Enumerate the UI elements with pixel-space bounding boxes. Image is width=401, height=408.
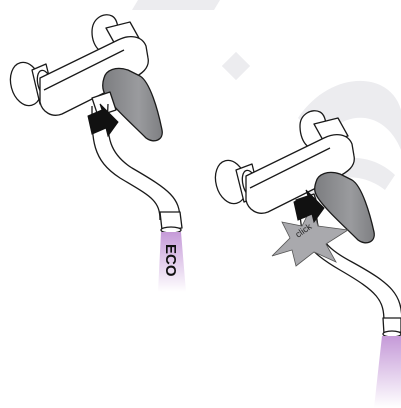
left-water-stream [158, 232, 186, 292]
left-collar [91, 91, 117, 117]
eco-label: ECO [162, 244, 179, 277]
right-lever [314, 171, 375, 244]
right-mixer-body [245, 133, 355, 214]
right-spout-tip [382, 317, 401, 335]
right-water-stream [374, 336, 401, 408]
watermark-dot [221, 51, 251, 81]
push-arrow-icon [293, 189, 325, 224]
click-star-icon [271, 204, 350, 267]
left-spout-tip [159, 211, 183, 231]
left-faucet [9, 14, 183, 234]
watermark-stroke-top [132, 0, 220, 10]
left-mixer-body [39, 35, 149, 116]
push-arrow-icon [87, 103, 119, 138]
